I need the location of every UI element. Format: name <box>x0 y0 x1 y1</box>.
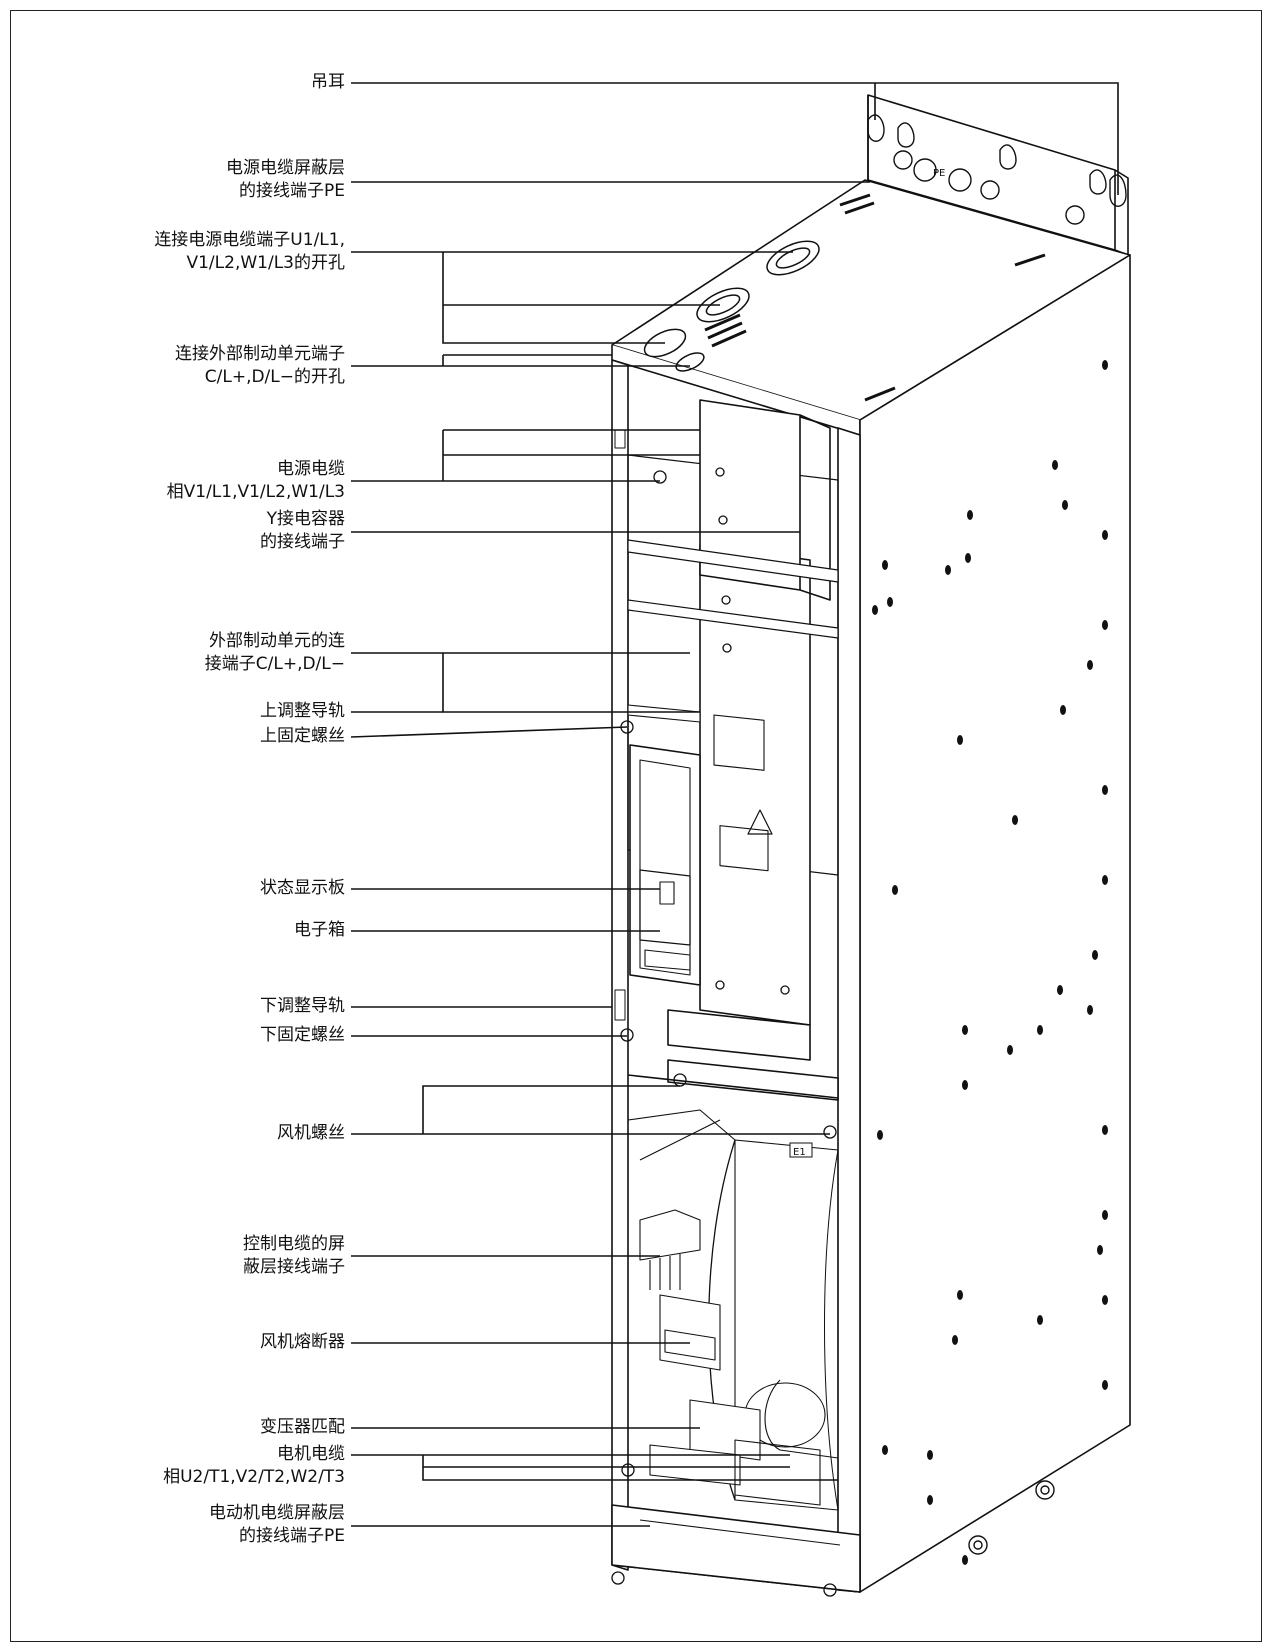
label-upper-rail: 上调整导轨 <box>260 701 345 721</box>
side-panel-ports <box>968 1480 1055 1555</box>
label-status-panel: 状态显示板 <box>260 878 345 898</box>
label-motor-cable: 电机电缆相U2/T1,V2/T2,W2/T3 <box>163 1444 345 1487</box>
leader-lines <box>350 82 1119 1527</box>
label-fan-fuses: 风机熔断器 <box>260 1332 345 1352</box>
label-power-cable: 电源电缆相V1/L1,V1/L2,W1/L3 <box>166 459 345 502</box>
label-power-cable-openings: 连接电源电缆端子U1/L1,V1/L2,W1/L3的开孔 <box>154 230 345 273</box>
label-fan-screws: 风机螺丝 <box>277 1123 345 1143</box>
fan-label: E1 <box>789 1142 813 1158</box>
e1-mark: E1 <box>793 1147 806 1158</box>
label-control-shield: 控制电缆的屏蔽层接线端子 <box>243 1234 345 1277</box>
label-lifting-eye: 吊耳 <box>311 72 345 92</box>
figure-frame <box>10 10 1262 1642</box>
top-openings <box>643 193 1046 402</box>
label-lower-rail: 下调整导轨 <box>260 996 345 1016</box>
label-y-capacitor: Y接电容器的接线端子 <box>260 509 345 552</box>
label-motor-shield-pe: 电动机电缆屏蔽层的接线端子PE <box>209 1503 345 1546</box>
label-brake-unit-terminals: 外部制动单元的连接端子C/L+,D/L− <box>204 631 345 674</box>
label-lower-screw: 下固定螺丝 <box>260 1025 345 1045</box>
drive-cabinet <box>611 94 1131 1593</box>
label-upper-screw: 上固定螺丝 <box>260 726 345 746</box>
label-electronics-box: 电子箱 <box>294 920 345 940</box>
side-panel-holes <box>872 360 1108 1565</box>
label-power-shield-pe: 电源电缆屏蔽层的接线端子PE <box>226 158 345 201</box>
pe-mark: PE <box>933 168 945 179</box>
label-transformer-match: 变压器匹配 <box>260 1417 345 1437</box>
